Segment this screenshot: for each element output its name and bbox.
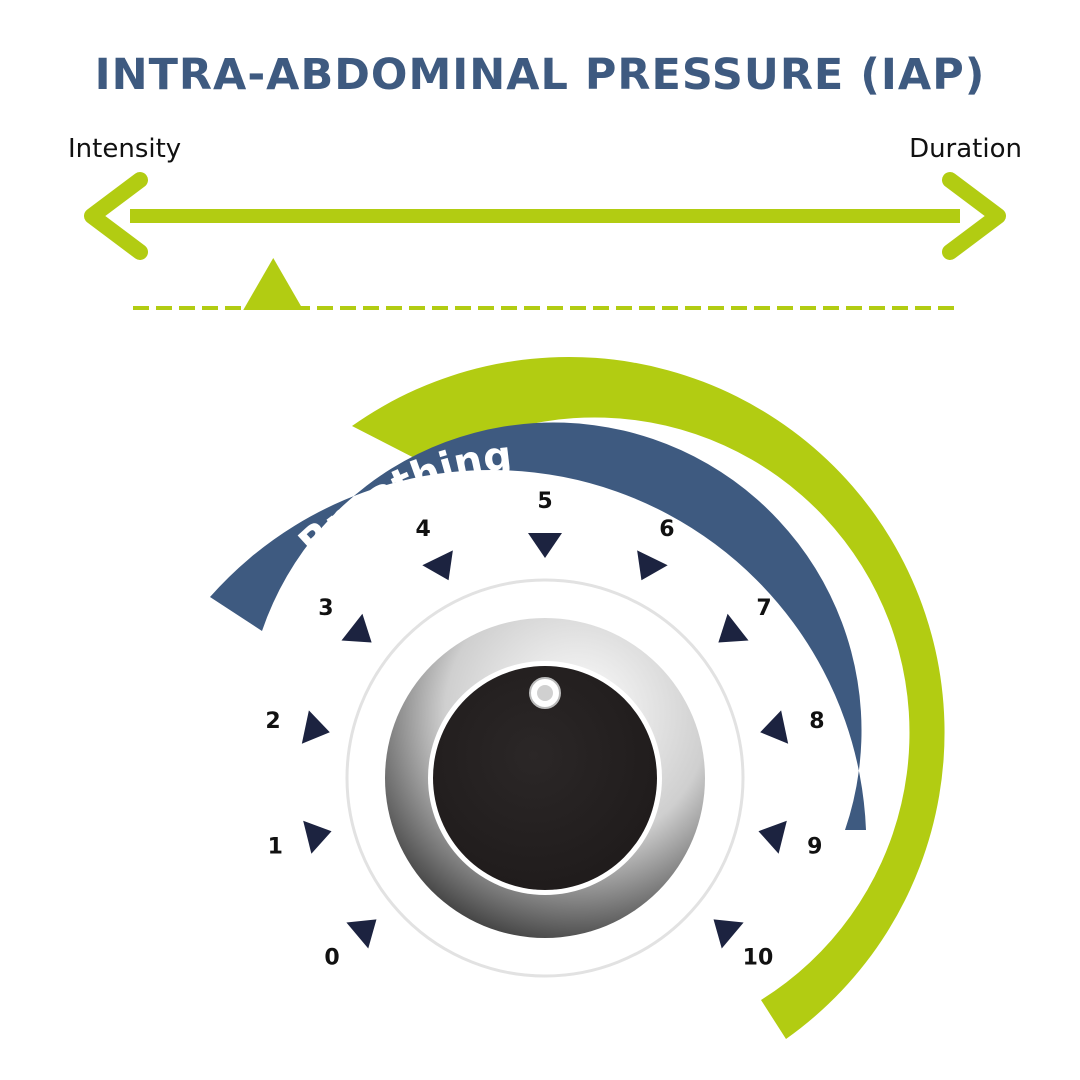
dial-pointer-6 (637, 550, 668, 581)
dial-number-5: 5 (537, 489, 552, 514)
dial-number-9: 9 (807, 834, 822, 859)
dial-pointer-8 (760, 710, 789, 744)
dial-pointer-4 (422, 550, 453, 581)
dial-pointer-1 (303, 820, 332, 854)
dial-pointer-9 (758, 820, 787, 854)
dial-pointer-7 (718, 613, 749, 643)
arrow-right-icon (942, 172, 1006, 260)
dial-pointer-5 (528, 533, 562, 558)
dial-number-6: 6 (659, 517, 674, 542)
dial-number-7: 7 (756, 596, 771, 621)
dial-number-10: 10 (743, 946, 774, 971)
dial-number-1: 1 (268, 834, 283, 859)
dial-pointer-0 (346, 919, 377, 949)
scale-marker-triangle (243, 258, 304, 310)
dial-number-3: 3 (318, 596, 333, 621)
dial-pointer-2 (301, 710, 330, 744)
dial-pointer-10 (713, 919, 744, 949)
knob[interactable] (433, 666, 657, 890)
page-title: INTRA-ABDOMINAL PRESSURE (IAP) (94, 50, 986, 100)
intensity-label: Intensity (68, 134, 182, 164)
dial-number-0: 0 (324, 946, 339, 971)
intensity-duration-arrow (84, 172, 1006, 260)
arrow-left-icon (84, 172, 148, 260)
stability-arc (352, 356, 945, 1039)
dial-number-2: 2 (265, 709, 280, 734)
dial-pointer-3 (341, 613, 372, 643)
dial-number-4: 4 (415, 517, 430, 542)
dial-number-8: 8 (809, 709, 824, 734)
knob-indicator-inner (537, 685, 553, 701)
duration-label: Duration (909, 134, 1022, 164)
breathing-arc (210, 422, 866, 830)
